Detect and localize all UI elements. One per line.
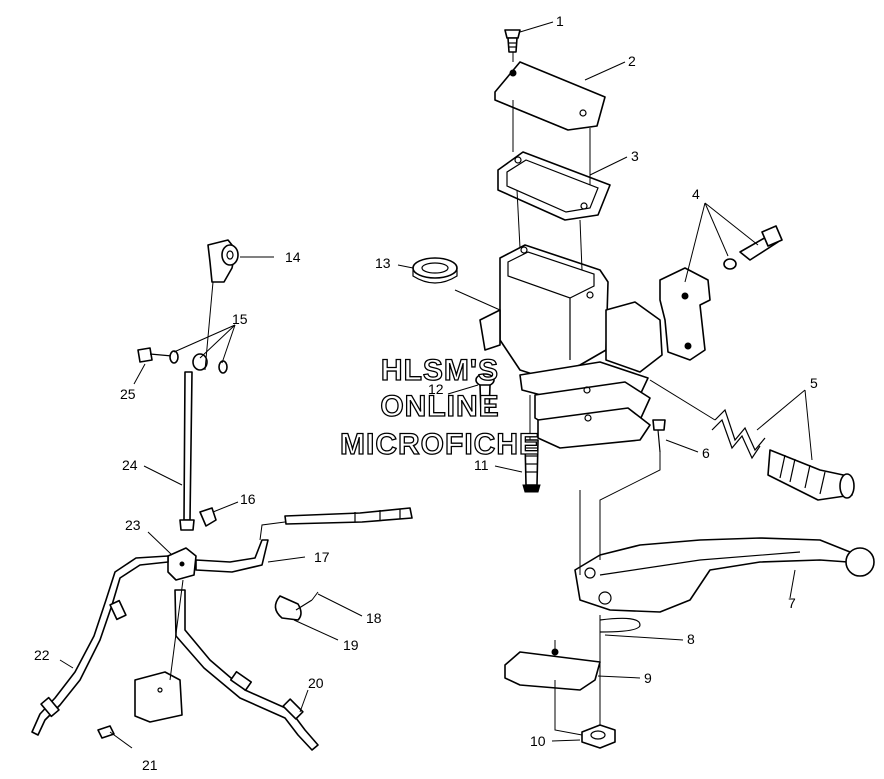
callout-3: 3 [631, 148, 639, 164]
lever-spring [599, 617, 641, 633]
callout-14: 14 [285, 249, 301, 265]
brake-hose-right [174, 589, 319, 751]
watermark-line1: HLSM'S [381, 354, 499, 387]
callout-21: 21 [142, 757, 158, 773]
callout-20: 20 [308, 675, 324, 691]
watermark: HLSM'S ONLINE MICROFICHE [339, 353, 540, 461]
banjo-bolt [137, 347, 228, 374]
piston-spring [711, 408, 766, 460]
clamp-block [659, 267, 711, 361]
tee-fitting [167, 547, 197, 581]
lever-guard [504, 648, 601, 691]
watermark-line3: MICROFICHE [340, 428, 540, 461]
lever-pivot-bolt [652, 419, 666, 453]
callout-7: 7 [788, 595, 796, 611]
callout-6: 6 [702, 445, 710, 461]
reservoir-cover [494, 61, 606, 131]
clamp-bolt [723, 225, 783, 270]
callout-12: 12 [428, 381, 444, 397]
pivot-nut [581, 724, 616, 749]
callout-5: 5 [810, 375, 818, 391]
callout-22: 22 [34, 647, 50, 663]
assembly-lines-brake [169, 281, 319, 681]
callout-24: 24 [122, 457, 138, 473]
bore-plug [412, 257, 458, 284]
callout-2: 2 [628, 53, 636, 69]
piston-assembly [767, 449, 855, 501]
mounting-screw-long [522, 439, 541, 493]
callout-10: 10 [530, 733, 546, 749]
banjo-fitting-top [207, 239, 239, 283]
callout-16: 16 [240, 491, 256, 507]
brake-hose-upper [195, 507, 413, 573]
callout-4: 4 [692, 186, 700, 202]
watermark-line2: ONLINE [380, 390, 499, 423]
cover-screw [504, 29, 521, 53]
brake-line-rigid [179, 371, 195, 531]
callout-23: 23 [125, 517, 141, 533]
master-cylinder-body [479, 244, 663, 449]
diaphragm-gasket [497, 151, 611, 221]
assembly-lines-master [454, 52, 716, 736]
callout-8: 8 [687, 631, 695, 647]
callout-17: 17 [314, 549, 330, 565]
hose-clamp [274, 595, 313, 621]
callout-13: 13 [375, 255, 391, 271]
mounting-screw-short [475, 373, 495, 416]
brake-hose-left [31, 555, 169, 736]
junction-bracket [97, 671, 183, 739]
callout-9: 9 [644, 670, 652, 686]
bleeder-fitting [199, 507, 217, 527]
callout-1: 1 [556, 13, 564, 29]
callout-19: 19 [343, 637, 359, 653]
callout-18: 18 [366, 610, 382, 626]
callouts: 1 2 3 4 5 6 7 8 9 10 11 12 13 14 15 [34, 13, 818, 773]
callout-25: 25 [120, 386, 136, 402]
callout-11: 11 [474, 457, 489, 473]
brake-lever [574, 537, 875, 613]
callout-15: 15 [232, 311, 248, 327]
